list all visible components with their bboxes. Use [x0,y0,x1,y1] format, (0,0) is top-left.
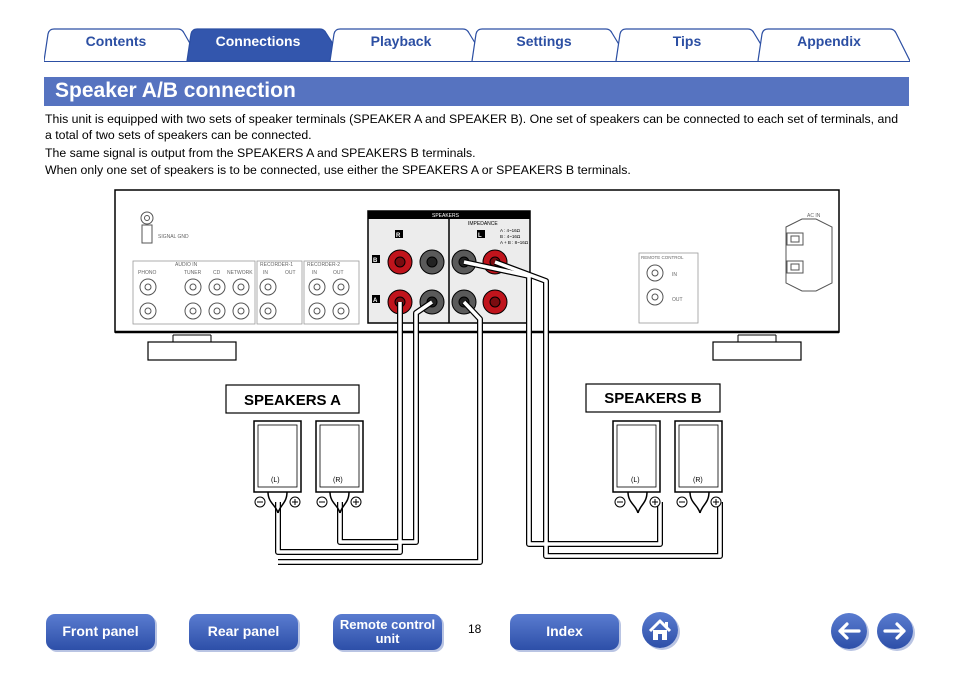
tab-settings[interactable]: Settings [516,33,572,49]
tab-shapes [44,28,910,62]
impedance-label: IMPEDANCE [468,221,498,227]
speaker-wire-ends [267,491,710,514]
front-panel-label: Front panel [62,623,139,639]
remote-label-line1: Remote control [339,617,436,632]
index-label: Index [546,623,583,639]
recorder1-out-label: OUT [285,270,296,276]
rca-jacks-audio-in [139,278,250,320]
speaker-cables-inner [276,260,722,564]
speaker-a-left-channel: (L) [271,477,280,484]
tab-shape-appendix [757,28,910,62]
recorder2-box [303,260,360,325]
tuner-label: TUNER [184,270,202,276]
network-label: NETWORK [227,270,253,276]
home-icon [648,619,672,640]
remote-in-label: IN [672,272,677,278]
front-panel-button[interactable]: Front panel [46,614,155,650]
tab-shape-tips [615,28,772,62]
title-bar: Speaker A/B connection [44,77,909,106]
impedance-a: A : 4~16Ω [500,228,521,233]
back-button[interactable] [831,613,867,649]
page-number: 18 [468,622,482,636]
speakers-a-label-box [225,384,360,414]
intro-paragraph: This unit is equipped with two sets of s… [45,112,899,142]
recorder1-in-label: IN [263,270,268,276]
home-button[interactable] [642,612,678,648]
speaker-b-right-channel: (R) [693,477,703,484]
tab-appendix[interactable]: Appendix [797,33,861,49]
connection-diagram: SIGNAL GND AUDIO IN PHONO TUNER CD NETWO… [114,189,840,565]
terminal-l-label: L [478,233,482,239]
terminal-b-label: B [373,258,378,264]
tab-tips[interactable]: Tips [672,33,702,49]
terminal-a-label: A [373,298,378,304]
polarity-symbols [254,496,722,508]
recorder2-out-label: OUT [333,270,344,276]
tab-shape-connections [186,28,346,62]
rca-jacks-recorder [259,278,350,320]
speaker-b-left-channel: (L) [631,477,640,484]
left-foot [147,341,237,361]
tab-bar: Contents Connections Playback Settings T… [44,28,910,62]
audio-in-box [132,260,256,325]
signal-gnd-label: SIGNAL GND [158,234,189,240]
index-button[interactable]: Index [510,614,619,650]
remote-jacks [646,264,664,306]
tab-playback[interactable]: Playback [370,33,432,49]
recorder2-label: RECORDER-2 [307,262,340,268]
speakers-a-label: SPEAKERS A [244,392,341,409]
one-set-paragraph: When only one set of speakers is to be c… [45,163,631,177]
phono-label: PHONO [138,270,156,276]
tab-connections[interactable]: Connections [215,33,301,49]
tab-shape-settings [471,28,630,62]
audio-in-label: AUDIO IN [175,262,198,268]
forward-button[interactable] [877,613,913,649]
tab-shape-contents [44,28,201,62]
right-foot [712,341,802,361]
speaker-a-right [315,420,364,493]
signal-gnd-terminal [140,211,154,244]
same-signal-paragraph: The same signal is output from the SPEAK… [45,146,476,160]
rear-panel-button[interactable]: Rear panel [189,614,298,650]
recorder1-box [256,260,303,325]
remote-control-label: REMOTE CONTROL [641,255,684,260]
speaker-b-left [612,420,661,493]
remote-out-label: OUT [672,297,683,303]
impedance-ab: A + B : 8~16Ω [500,240,529,245]
tab-shape-playback [329,28,487,62]
remote-control-unit-button[interactable]: Remote control unit [333,614,442,650]
rear-panel-label: Rear panel [207,623,280,639]
speaker-b-right [674,420,723,493]
speakers-header: SPEAKERS [432,213,460,219]
terminal-r-label: R [396,233,401,239]
remote-label-line2: unit [375,631,400,646]
tab-contents[interactable]: Contents [85,33,147,49]
speaker-a-left [253,420,302,493]
speakers-b-label-box [585,383,721,413]
remote-control-box [638,252,699,324]
ac-in-label: AC IN [807,213,821,219]
cd-label: CD [213,270,221,276]
recorder2-in-label: IN [312,270,317,276]
speakers-b-label: SPEAKERS B [604,390,702,407]
arrow-right-icon [883,622,906,640]
impedance-b: B : 4~16Ω [500,234,521,239]
arrow-left-icon [838,622,861,640]
page-title: Speaker A/B connection [55,79,296,102]
speaker-a-right-channel: (R) [333,477,343,484]
ac-inlet [785,218,833,292]
recorder1-label: RECORDER-1 [260,262,293,268]
